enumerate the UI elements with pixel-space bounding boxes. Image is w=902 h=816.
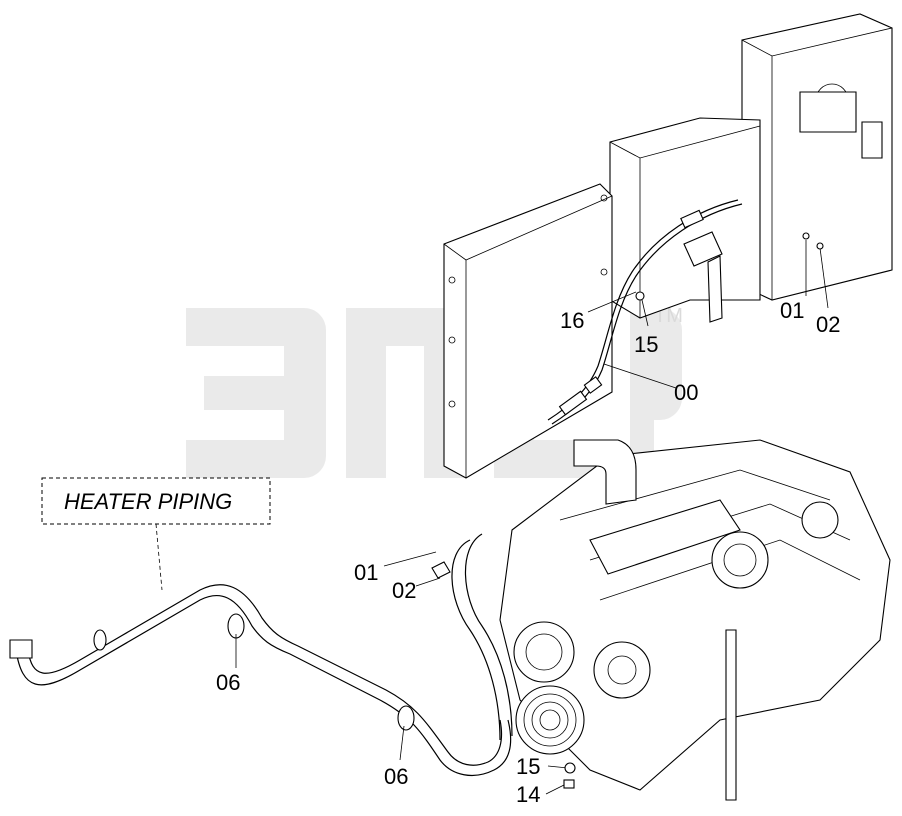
callout-01-top: 01 xyxy=(780,298,804,323)
callout-02-top: 02 xyxy=(816,312,840,337)
cable-assembly xyxy=(547,199,743,425)
heater-pipe xyxy=(9,584,512,777)
callout-labels: 01 02 16 15 00 01 02 06 06 15 14 xyxy=(216,298,840,807)
callout-02-left: 02 xyxy=(392,578,416,603)
callout-01-left: 01 xyxy=(354,560,378,585)
callout-00: 00 xyxy=(674,380,698,405)
callout-06-a: 06 xyxy=(216,670,240,695)
callout-14: 14 xyxy=(516,782,540,807)
leader-lines xyxy=(235,240,829,795)
hardware xyxy=(431,232,824,789)
callout-06-b: 06 xyxy=(384,764,408,789)
heater-piping-box: HEATER PIPING xyxy=(41,477,271,591)
callout-16: 16 xyxy=(560,308,584,333)
callout-15-bottom: 15 xyxy=(516,754,540,779)
engine xyxy=(451,439,891,801)
callout-15-top: 15 xyxy=(634,332,658,357)
heater-piping-label: HEATER PIPING xyxy=(64,489,232,514)
